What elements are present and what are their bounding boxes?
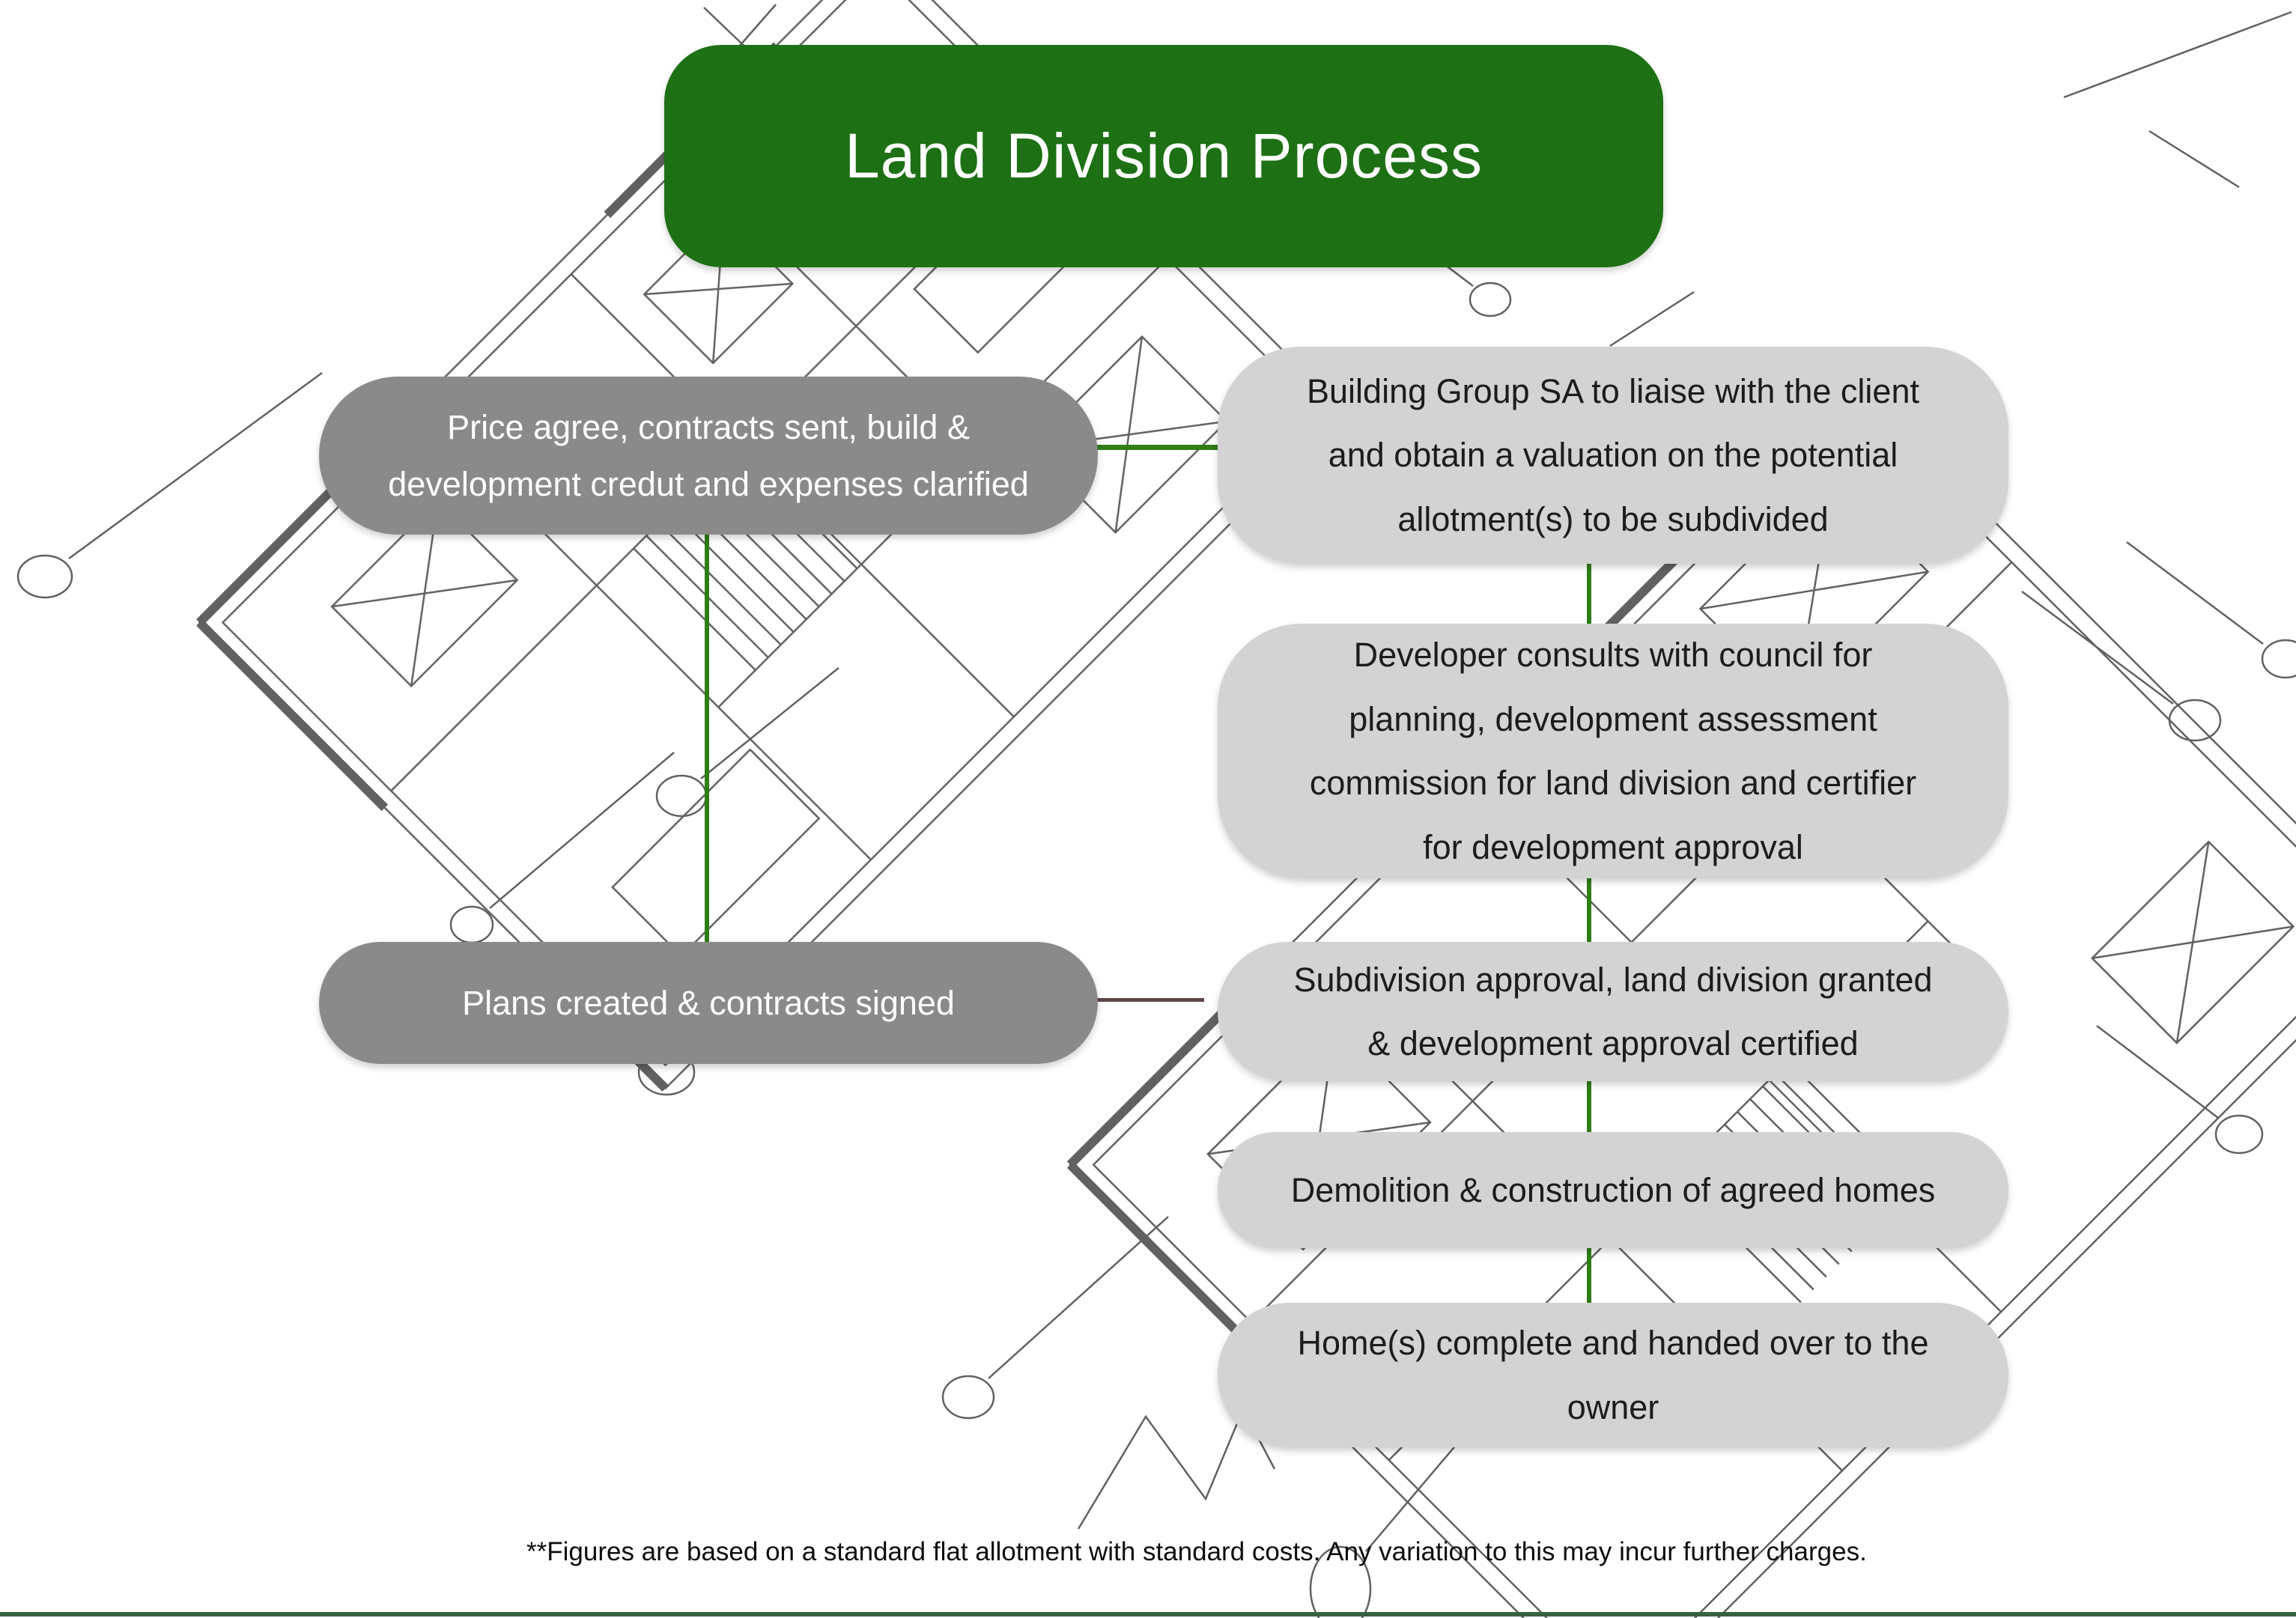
- connector-right-vertical: [1587, 547, 1591, 1318]
- page-title: Land Division Process: [664, 45, 1663, 267]
- footnote-text: **Figures are based on a standard flat a…: [526, 1537, 1867, 1566]
- step-plans-contracts: Plans created & contracts signed: [319, 942, 1098, 1064]
- step-council-consultation: Developer consults with council for plan…: [1218, 624, 2008, 878]
- step-handover: Home(s) complete and handed over to the …: [1218, 1303, 2008, 1447]
- step-demolition-construction: Demolition & construction of agreed home…: [1218, 1132, 2008, 1248]
- step-price-agreement: Price agree, contracts sent, build & dev…: [319, 377, 1098, 535]
- bottom-border-bar: [0, 1612, 2296, 1617]
- connector-left-vertical: [705, 533, 709, 945]
- connector-mid-horizontal: [1092, 998, 1204, 1002]
- grid-bubbles: [16, 4, 2296, 1618]
- connector-top-horizontal: [1090, 445, 1222, 450]
- step-valuation: Building Group SA to liaise with the cli…: [1218, 347, 2008, 564]
- step-subdivision-approval: Subdivision approval, land division gran…: [1218, 942, 2008, 1081]
